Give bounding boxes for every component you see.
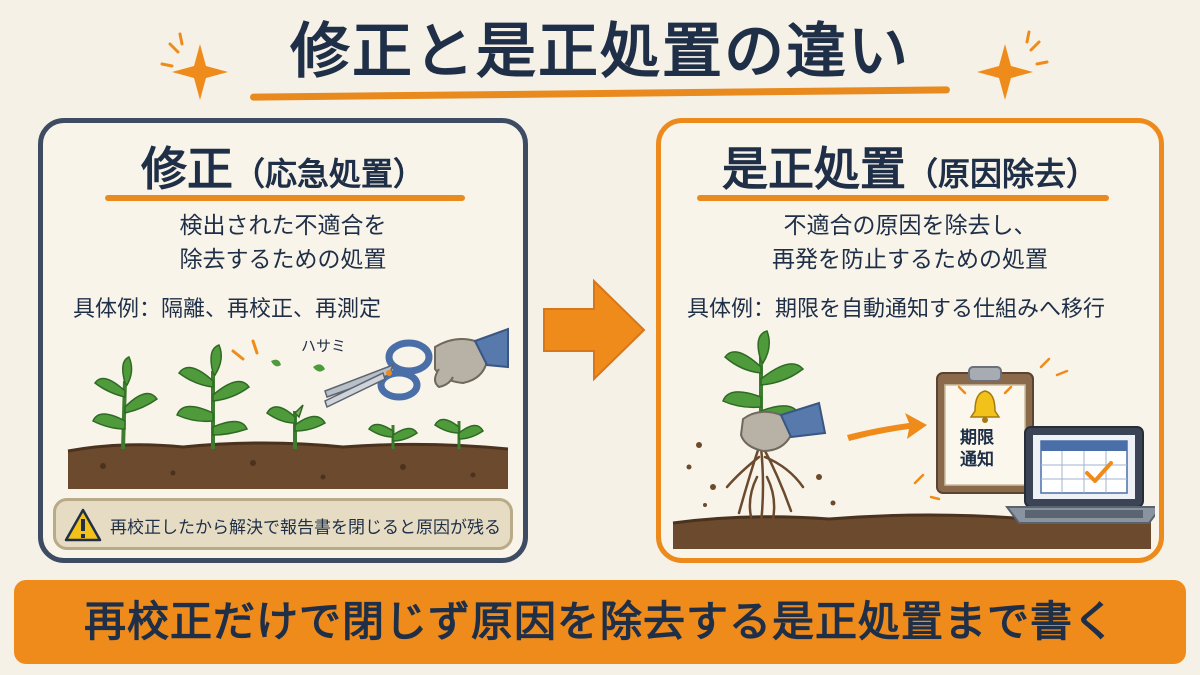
- sparkle-icon: [160, 32, 228, 100]
- summary-banner-text: 再校正だけで閉じず原因を除去する是正処置まで書く: [83, 597, 1116, 646]
- weed-plant: [92, 356, 159, 450]
- weed-plant: [266, 404, 327, 449]
- scissors-label: ハサミ: [301, 337, 347, 355]
- clipboard-text-line2: 通知: [960, 450, 994, 470]
- corrective-action-panel: 是正処置（原因除去） 不適合の原因を除去し、 再発を防止するための処置 具体例：…: [656, 118, 1164, 563]
- check-icon: [1085, 461, 1113, 483]
- calendar-icon: [1040, 440, 1128, 494]
- clipboard-text-line1: 期限: [960, 428, 994, 448]
- correction-heading-underline: [105, 195, 465, 201]
- weed-plant: [367, 423, 419, 449]
- corrective-action-description-line1: 不適合の原因を除去し、: [783, 213, 1037, 239]
- corrective-action-heading-sub: （原因除去）: [905, 155, 1098, 193]
- warning-box: 再校正したから解決で報告書を閉じると原因が残る: [53, 498, 513, 550]
- arrow-right-icon: [847, 413, 927, 441]
- warning-triangle-icon: [64, 508, 102, 542]
- bell-icon: [957, 385, 1013, 423]
- corrective-action-description-line2: 再発を防止するための処置: [772, 247, 1048, 273]
- corrective-action-heading-underline: [697, 195, 1109, 201]
- corrective-action-heading: 是正処置（原因除去）: [661, 139, 1159, 210]
- corrective-action-heading-main: 是正処置: [721, 142, 906, 196]
- summary-banner: 再校正だけで閉じず原因を除去する是正処置まで書く: [14, 580, 1186, 664]
- sparkle-icon: [977, 30, 1049, 100]
- weed-plant: [434, 418, 484, 449]
- glove-hand-icon: [739, 401, 827, 453]
- clipped-leaf: [313, 364, 325, 372]
- trimming-weeds-illustration: [67, 327, 509, 489]
- correction-panel: 修正（応急処置） 検出された不適合を 除去するための処置 具体例：隔離、再校正、…: [38, 118, 528, 563]
- warning-text: 再校正したから解決で報告書を閉じると原因が残る: [110, 518, 501, 538]
- corrective-action-example: 具体例：期限を自動通知する仕組みへ移行: [687, 297, 1106, 322]
- correction-description-line2: 除去するための処置: [179, 247, 387, 273]
- correction-heading: 修正（応急処置）: [43, 139, 523, 210]
- correction-heading-sub: （応急処置）: [232, 155, 425, 193]
- weed-plant: [176, 344, 251, 449]
- correction-heading-main: 修正: [140, 142, 233, 196]
- weed-roots: [725, 445, 805, 525]
- arrow-right-icon: [543, 278, 646, 382]
- correction-description-line1: 検出された不適合を: [179, 213, 387, 239]
- root-removal-illustration: [672, 330, 1155, 549]
- glove-hand-icon: [434, 327, 509, 389]
- scissors-icon: [324, 339, 433, 409]
- clipped-leaf: [271, 359, 281, 367]
- correction-example: 具体例：隔離、再校正、再測定: [73, 297, 382, 322]
- page-title: 修正と是正処置の違い: [290, 17, 910, 87]
